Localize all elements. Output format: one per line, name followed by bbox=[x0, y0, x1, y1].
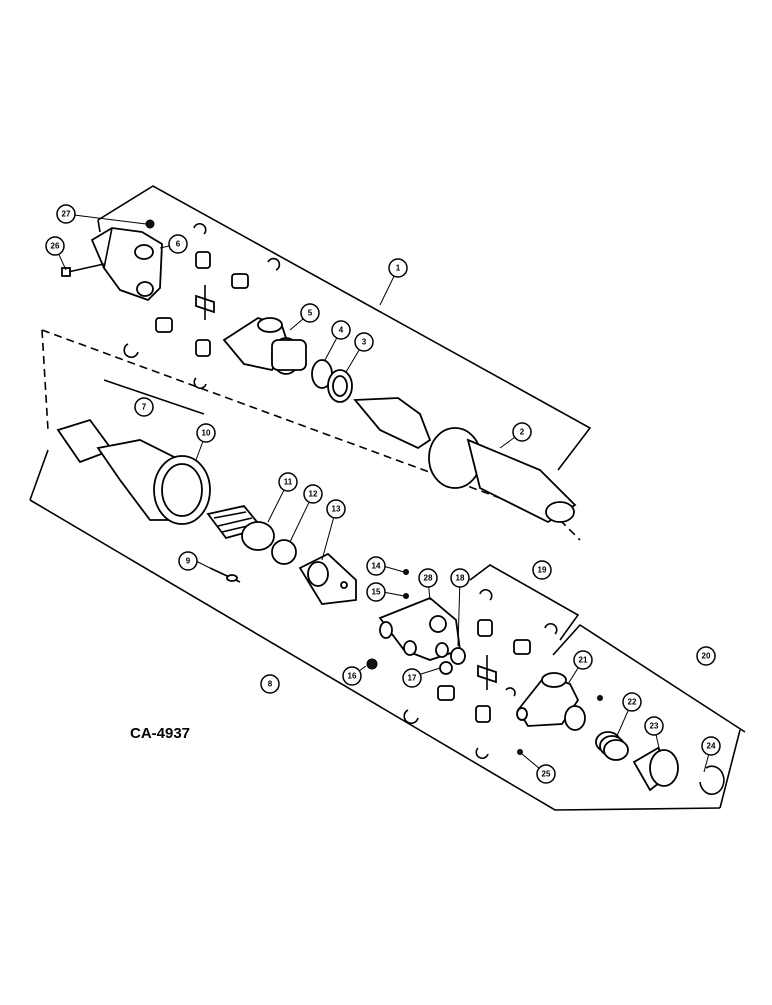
assembly-19-bracket bbox=[469, 564, 580, 641]
yoke-part-6 bbox=[90, 227, 163, 302]
callout-13: 13 bbox=[326, 499, 346, 519]
svg-text:3: 3 bbox=[362, 338, 367, 347]
callout-14: 14 bbox=[366, 556, 386, 576]
callout-25: 25 bbox=[536, 764, 556, 784]
callout-11: 11 bbox=[278, 472, 298, 492]
svg-text:23: 23 bbox=[650, 722, 659, 731]
callout-24: 24 bbox=[701, 736, 721, 756]
pin-part-15 bbox=[403, 593, 409, 599]
ring-part-3 bbox=[327, 369, 353, 403]
callout-23: 23 bbox=[644, 716, 664, 736]
callout-18: 18 bbox=[450, 568, 470, 588]
callout-4: 4 bbox=[331, 320, 351, 340]
flange-yoke-part-28 bbox=[378, 596, 461, 661]
svg-text:6: 6 bbox=[176, 240, 181, 249]
svg-text:4: 4 bbox=[339, 326, 344, 335]
svg-text:13: 13 bbox=[332, 505, 341, 514]
alignment-dash-lines bbox=[41, 329, 581, 541]
callout-6: 6 bbox=[168, 234, 188, 254]
svg-text:11: 11 bbox=[284, 478, 293, 487]
svg-text:28: 28 bbox=[424, 574, 433, 583]
svg-text:20: 20 bbox=[702, 652, 711, 661]
callout-12: 12 bbox=[303, 484, 323, 504]
svg-text:10: 10 bbox=[202, 429, 211, 438]
svg-text:24: 24 bbox=[707, 742, 716, 751]
assembly-8-bracket bbox=[29, 449, 741, 811]
callout-21: 21 bbox=[573, 650, 593, 670]
cross-bearing-kit-bottom bbox=[403, 588, 558, 760]
ring-part-11 bbox=[241, 521, 275, 551]
svg-text:12: 12 bbox=[309, 490, 318, 499]
callout-19: 19 bbox=[532, 560, 552, 580]
svg-text:16: 16 bbox=[348, 672, 357, 681]
svg-text:15: 15 bbox=[372, 588, 381, 597]
svg-text:1: 1 bbox=[396, 264, 401, 273]
nut-part-16 bbox=[366, 658, 378, 670]
callout-3: 3 bbox=[354, 332, 374, 352]
callout-7: 7 bbox=[134, 397, 154, 417]
svg-text:7: 7 bbox=[142, 403, 147, 412]
grease-fitting-part-27 bbox=[145, 219, 155, 229]
svg-text:19: 19 bbox=[538, 566, 547, 575]
snap-ring-part-24 bbox=[699, 765, 725, 795]
svg-text:26: 26 bbox=[51, 242, 60, 251]
figure-code-label: CA-4937 bbox=[130, 725, 190, 742]
svg-text:27: 27 bbox=[62, 210, 71, 219]
pin-part-21b bbox=[597, 695, 603, 701]
callout-17: 17 bbox=[402, 668, 422, 688]
flange-hub-part-13 bbox=[298, 552, 357, 605]
svg-text:5: 5 bbox=[308, 309, 313, 318]
callout-5: 5 bbox=[300, 303, 320, 323]
callout-28: 28 bbox=[418, 568, 438, 588]
svg-text:14: 14 bbox=[372, 562, 381, 571]
outer-shield-part-10 bbox=[56, 418, 211, 525]
yoke-part-21 bbox=[505, 672, 586, 731]
callout-10: 10 bbox=[196, 423, 216, 443]
assembly-20-bracket bbox=[552, 623, 746, 733]
callout-22: 22 bbox=[622, 692, 642, 712]
svg-text:9: 9 bbox=[186, 557, 191, 566]
callout-9: 9 bbox=[178, 551, 198, 571]
svg-text:18: 18 bbox=[456, 574, 465, 583]
callout-27: 27 bbox=[56, 204, 76, 224]
spring-part-22 bbox=[595, 731, 629, 761]
svg-text:21: 21 bbox=[579, 656, 588, 665]
svg-text:22: 22 bbox=[628, 698, 637, 707]
callout-20: 20 bbox=[696, 646, 716, 666]
callout-1: 1 bbox=[388, 258, 408, 278]
callout-8: 8 bbox=[260, 674, 280, 694]
washer-part-17 bbox=[439, 661, 453, 675]
svg-text:8: 8 bbox=[268, 680, 273, 689]
pin-part-25 bbox=[517, 749, 523, 755]
fitting-part-9 bbox=[209, 567, 241, 583]
bolt-part-26 bbox=[61, 263, 105, 277]
svg-text:2: 2 bbox=[520, 428, 525, 437]
svg-text:25: 25 bbox=[542, 770, 551, 779]
inner-yoke-part-5 bbox=[222, 317, 307, 375]
assembly-1-bracket bbox=[97, 185, 592, 471]
cross-bearing-kit-top bbox=[123, 222, 281, 390]
callout-15: 15 bbox=[366, 582, 386, 602]
callout-2: 2 bbox=[512, 422, 532, 442]
collar-part-23 bbox=[632, 746, 679, 792]
shield-tube-part-2 bbox=[353, 397, 577, 524]
ring-part-18 bbox=[450, 647, 466, 665]
svg-text:17: 17 bbox=[408, 674, 417, 683]
ring-part-12 bbox=[271, 539, 297, 565]
callout-26: 26 bbox=[45, 236, 65, 256]
callout-16: 16 bbox=[342, 666, 362, 686]
pin-part-14 bbox=[403, 569, 409, 575]
